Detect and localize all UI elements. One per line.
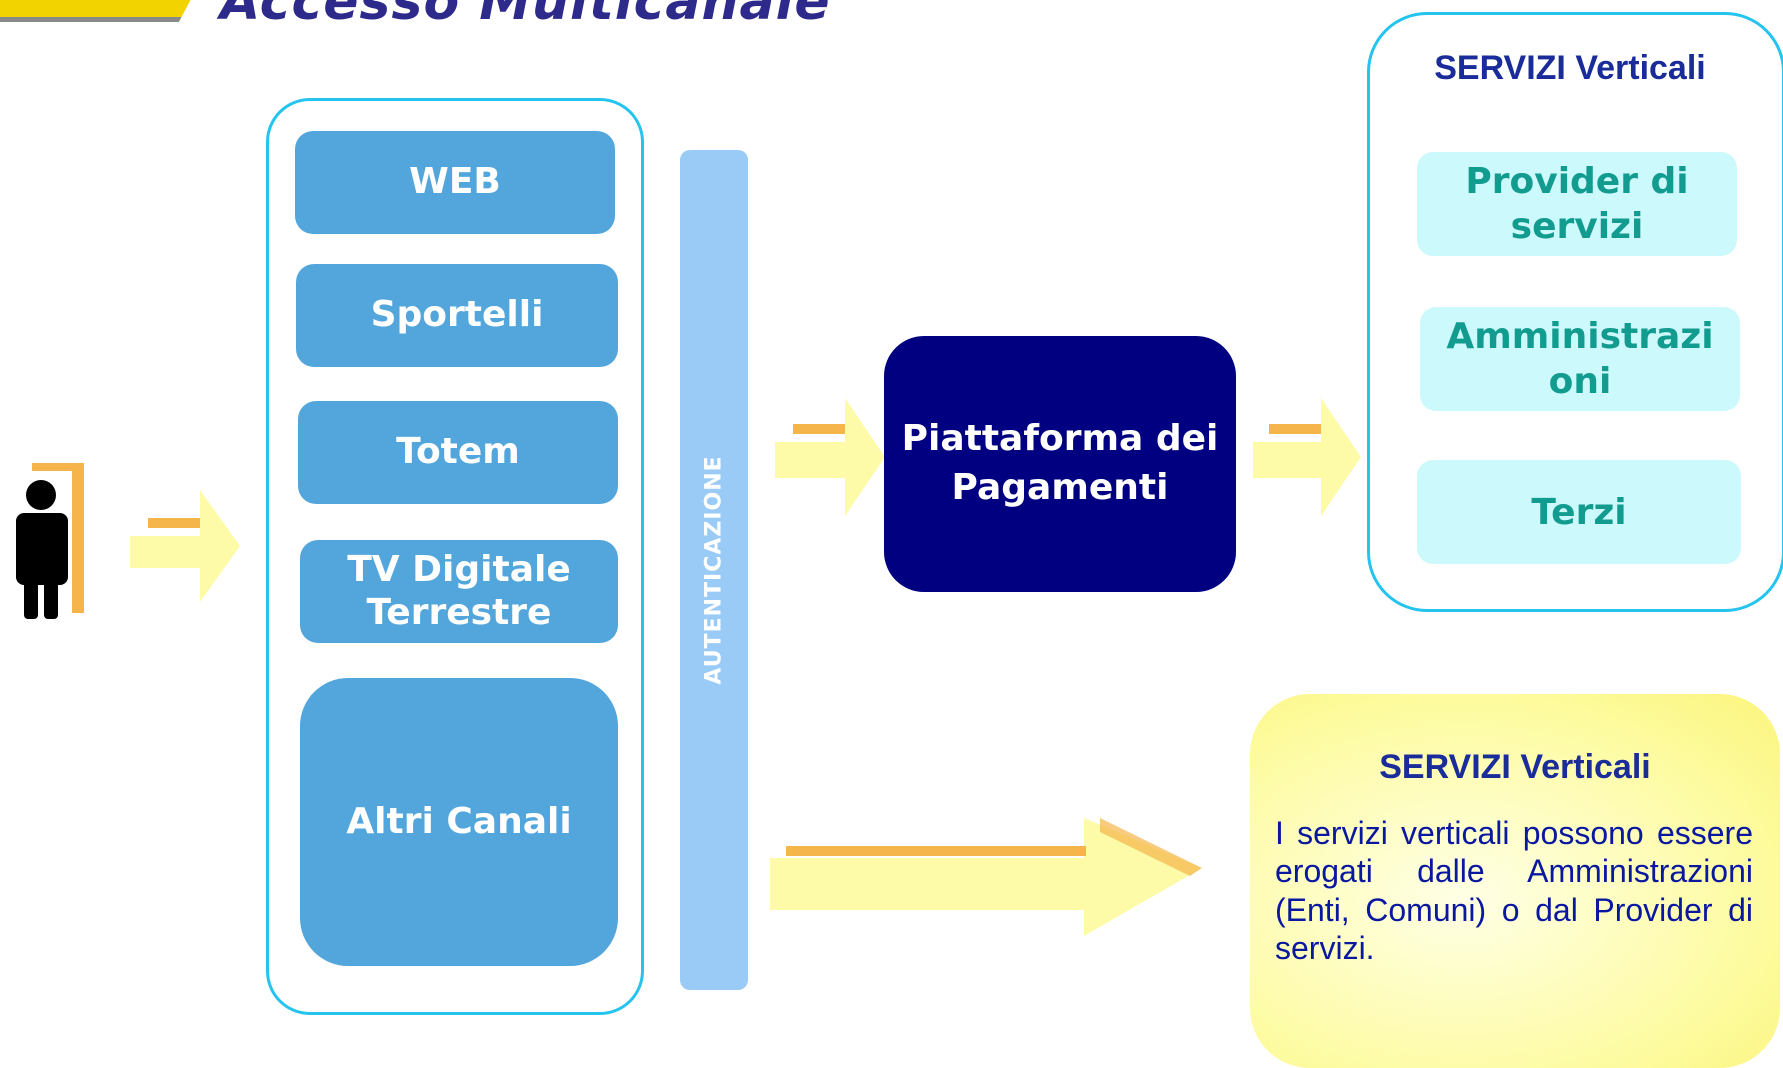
note-title: SERVIZI Verticali — [1379, 748, 1651, 786]
arrow-platform-to-services — [1253, 398, 1361, 516]
authentication-label: AUTENTICAZIONE — [701, 455, 727, 685]
figure-hatch-side — [72, 463, 84, 613]
authentication-bar — [680, 150, 748, 990]
note-box — [1250, 694, 1780, 1068]
arrow-auth-to-platform — [775, 398, 885, 516]
person-torso — [16, 513, 68, 585]
figure-hatch-top — [32, 463, 84, 471]
page-title: Accesso Multicanale — [220, 0, 831, 32]
services-heading: SERVIZI Verticali — [1434, 49, 1706, 87]
platform-box: Piattaforma dei Pagamenti — [884, 336, 1236, 592]
service-provider: Provider di servizi — [1417, 152, 1737, 256]
service-terzi: Terzi — [1417, 460, 1741, 564]
channel-altri: Altri Canali — [300, 678, 618, 966]
channel-sportelli: Sportelli — [296, 264, 618, 367]
person-left-leg — [24, 575, 38, 619]
channel-tv-digitale: TV Digitale Terrestre — [300, 540, 618, 643]
service-amministrazioni: Amministrazi oni — [1420, 307, 1740, 411]
person-icon — [16, 463, 84, 619]
note-body: I servizi verticali possono essere eroga… — [1275, 815, 1753, 967]
person-head — [26, 480, 56, 510]
arrow-channels-to-note — [770, 818, 1202, 936]
person-right-leg — [44, 575, 58, 619]
arrow-user-to-channels — [130, 490, 240, 602]
channel-web: WEB — [295, 131, 615, 234]
channel-totem: Totem — [298, 401, 618, 504]
user-figure — [8, 455, 88, 625]
title-accent-bar — [0, 0, 202, 22]
